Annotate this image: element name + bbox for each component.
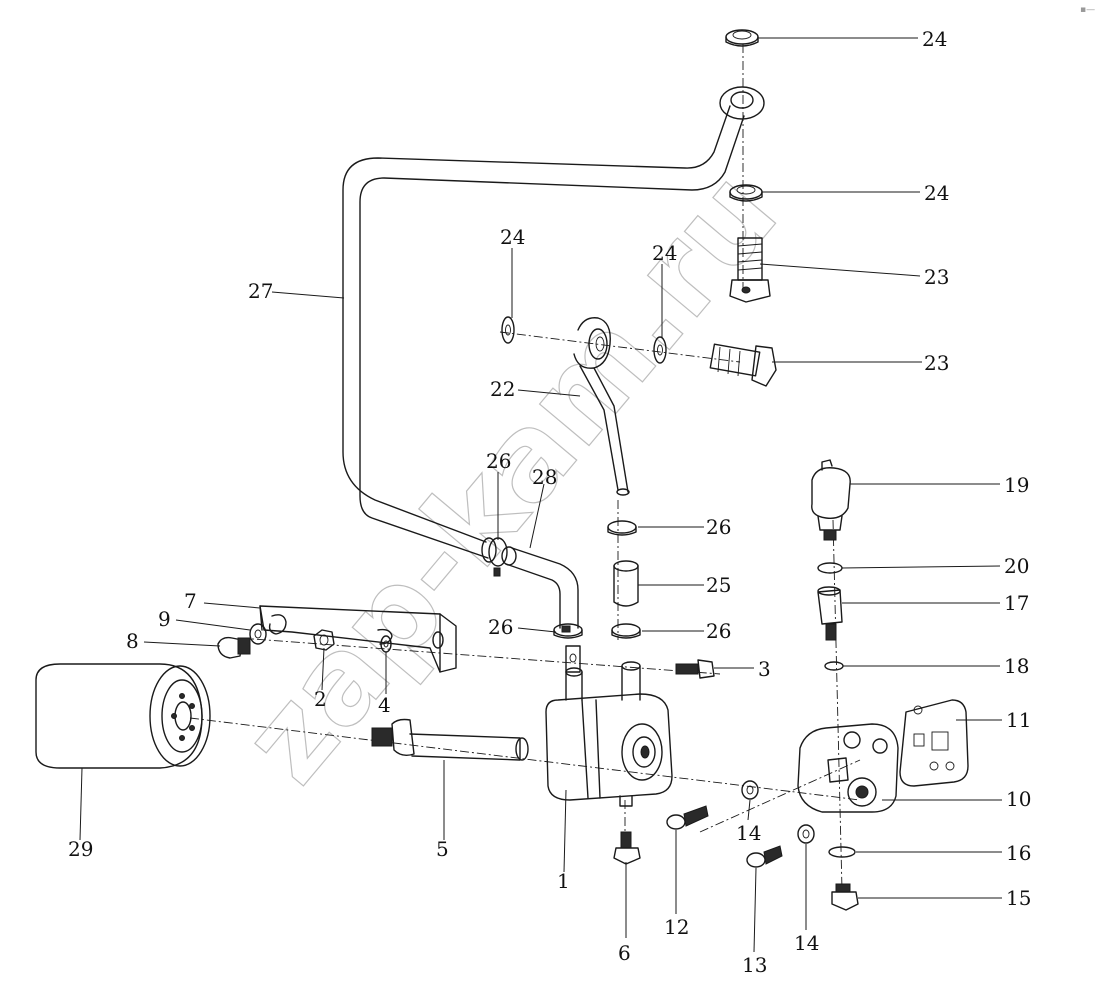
label-24-left: 24 xyxy=(500,225,525,249)
nut-2 xyxy=(313,629,335,651)
washer-24-left xyxy=(501,316,515,344)
part-labels: 24 24 23 23 24 24 27 22 26 28 26 25 26 2… xyxy=(68,27,1031,977)
oil-cooler-1 xyxy=(545,645,673,807)
oil-pipe-22 xyxy=(573,317,630,496)
label-26-hose: 26 xyxy=(488,615,513,639)
adapter-17 xyxy=(817,586,843,641)
washer-24-top xyxy=(725,29,759,47)
label-24-right: 24 xyxy=(652,241,677,265)
label-23-vertical: 23 xyxy=(924,265,949,289)
corner-mark: ▪— xyxy=(1080,5,1095,15)
label-18: 18 xyxy=(1004,654,1029,678)
sensor-19 xyxy=(811,459,851,541)
label-7: 7 xyxy=(184,589,197,613)
label-15: 15 xyxy=(1006,886,1031,910)
label-14-lower: 14 xyxy=(794,931,819,955)
washer-20 xyxy=(817,562,843,574)
label-24-top: 24 xyxy=(922,27,947,51)
label-11: 11 xyxy=(1006,708,1031,732)
hose-25 xyxy=(613,560,639,607)
label-12: 12 xyxy=(664,915,689,939)
clamp-26-hose xyxy=(553,623,583,639)
label-28: 28 xyxy=(532,465,557,489)
label-23-horizontal: 23 xyxy=(924,351,949,375)
washer-14-lower xyxy=(797,824,815,844)
label-24-upper: 24 xyxy=(924,181,949,205)
bolt-3 xyxy=(675,659,715,679)
label-13: 13 xyxy=(742,953,767,977)
washer-24-right xyxy=(653,336,667,364)
bolt-13 xyxy=(746,845,783,868)
label-14-upper: 14 xyxy=(736,821,761,845)
gasket-11 xyxy=(899,699,969,787)
leader-lines xyxy=(79,37,1002,953)
label-2: 2 xyxy=(314,687,327,711)
bolt-12 xyxy=(666,805,709,830)
filter-head-10 xyxy=(797,723,899,813)
label-29: 29 xyxy=(68,837,93,861)
plug-15 xyxy=(831,883,859,911)
label-19: 19 xyxy=(1004,473,1029,497)
hose-28 xyxy=(501,546,579,629)
label-16: 16 xyxy=(1006,841,1031,865)
washer-9 xyxy=(249,623,267,645)
label-9: 9 xyxy=(158,607,171,631)
label-22: 22 xyxy=(490,377,515,401)
seal-16 xyxy=(828,846,856,858)
clamp-26-top xyxy=(607,520,637,536)
label-25: 25 xyxy=(706,573,731,597)
label-20: 20 xyxy=(1004,554,1029,578)
banjo-bolt-23-vertical xyxy=(729,237,771,303)
label-4: 4 xyxy=(378,693,391,717)
label-10: 10 xyxy=(1006,787,1031,811)
label-26-bottom: 26 xyxy=(706,619,731,643)
label-5: 5 xyxy=(436,837,449,861)
label-3: 3 xyxy=(758,657,771,681)
washer-14-upper xyxy=(741,780,759,800)
clamp-26-bottom xyxy=(611,623,641,639)
label-27: 27 xyxy=(248,279,273,303)
banjo-bolt-23-horizontal xyxy=(709,343,777,387)
oil-pipe-27 xyxy=(342,86,765,559)
connecting-pipe-5 xyxy=(371,718,529,761)
bolt-8 xyxy=(217,636,251,659)
drain-fitting-6 xyxy=(613,831,641,865)
label-26-top: 26 xyxy=(706,515,731,539)
label-8: 8 xyxy=(126,629,139,653)
label-6: 6 xyxy=(618,941,631,965)
oil-filter-29 xyxy=(35,663,211,769)
label-17: 17 xyxy=(1004,591,1029,615)
label-1: 1 xyxy=(557,869,570,893)
label-26-pipe: 26 xyxy=(486,449,511,473)
bracket-7 xyxy=(259,605,457,673)
washer-18 xyxy=(824,661,844,671)
